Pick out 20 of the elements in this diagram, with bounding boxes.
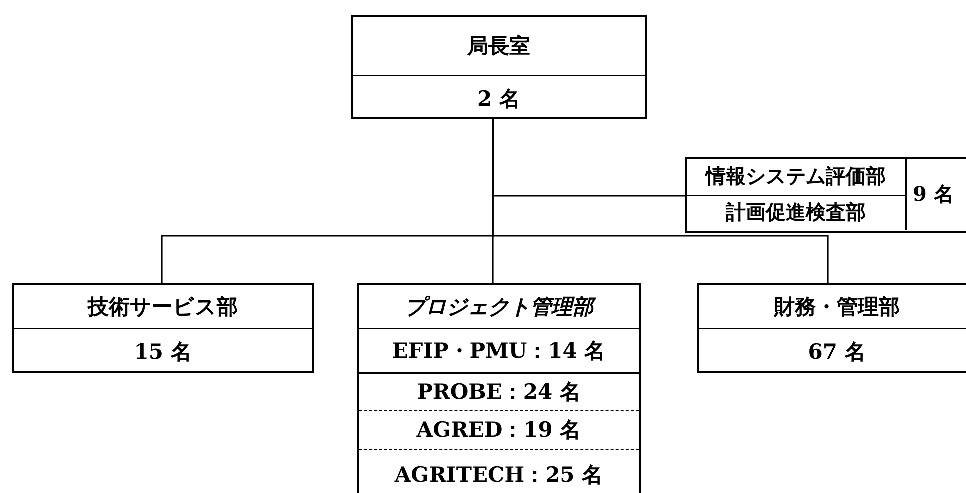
staff-count: PROBE：24 名 (359, 372, 639, 410)
org-box (351, 15, 647, 119)
department-name: 計画促進検査部 (687, 194, 905, 230)
staff-count: 15 名 (14, 328, 312, 375)
department-name: 技術サービス部 (86, 292, 239, 320)
connector-line (492, 119, 829, 283)
staff-count: 67 名 (699, 328, 966, 375)
department-name: 情報システム評価部 (704, 163, 887, 190)
staff-count: AGRITECH：25 名 (359, 449, 639, 493)
department-name: プロジェクト管理部 (359, 285, 639, 328)
department-name: 局長室 (466, 32, 532, 60)
staff-count: 9 名 (905, 159, 966, 230)
org-box (357, 283, 641, 493)
staff-count: 2 名 (353, 75, 645, 121)
org-box (12, 283, 314, 373)
org-box (697, 283, 966, 373)
org-box (685, 157, 966, 233)
staff-count: EFIP・PMU：14 名 (359, 328, 639, 372)
staff-count: AGRED：19 名 (359, 410, 639, 449)
department-name: 財務・管理部 (772, 292, 901, 320)
